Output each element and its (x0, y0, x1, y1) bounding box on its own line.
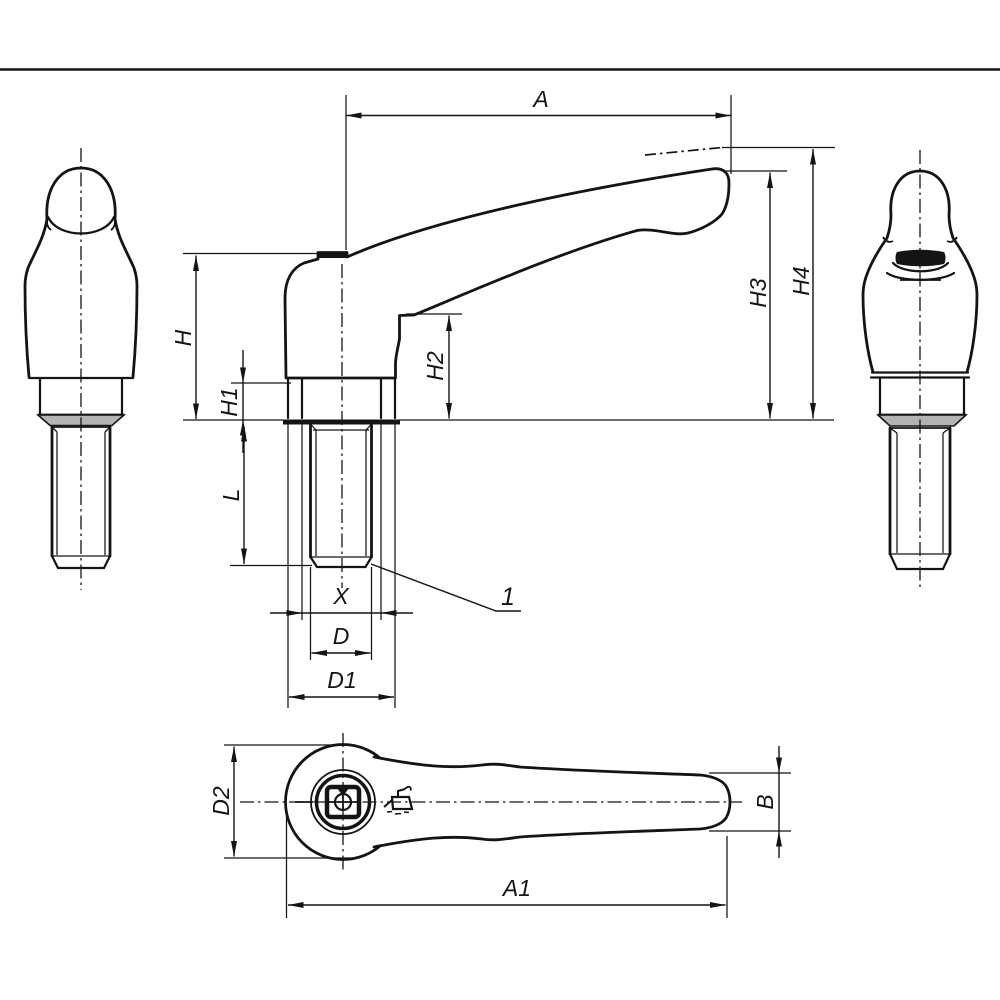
left-view-stud-chamfer-top (51, 426, 111, 433)
stud-tip-chamfer (309, 555, 373, 569)
left-view-hook-left (46, 216, 52, 231)
callout-leader (370, 563, 521, 612)
callout-label: 1 (501, 583, 515, 611)
dim-label-a1: A1 (501, 875, 531, 901)
lever-body-outline (283, 167, 731, 380)
view-bottom-plan (240, 733, 742, 872)
dimensions: A H H1 L H2 H3 H4 (170, 86, 835, 918)
dim-label-h4: H4 (788, 266, 814, 295)
right-view-stud-chamfer-top (889, 427, 951, 434)
view-left-end (23, 148, 139, 590)
dim-label-h: H (170, 329, 196, 346)
dim-label-h2: H2 (422, 351, 448, 381)
left-view-contour-left (23, 166, 83, 379)
phantom-position-line (644, 146, 723, 156)
dim-label-l: L (218, 489, 244, 502)
right-view-nick-left (882, 236, 894, 243)
dim-label-h3: H3 (745, 278, 771, 308)
right-view-contour-left (861, 169, 922, 374)
right-view-smile-arc (891, 261, 950, 273)
right-view-nick-right (946, 236, 958, 243)
view-right-end (861, 150, 979, 590)
dim-label-d2: D2 (208, 786, 234, 816)
dim-label-b: B (752, 794, 778, 809)
view-main-front (283, 146, 731, 588)
dim-label-a: A (531, 86, 548, 112)
dim-label-h1: H1 (216, 387, 242, 416)
right-view-contour-right (918, 169, 979, 374)
dim-label-d: D (333, 623, 350, 649)
left-view-contour-right (79, 166, 139, 379)
hub-top-tab (317, 251, 348, 258)
lubrication-symbol (383, 785, 414, 815)
left-view-hook-right (110, 216, 116, 231)
dim-label-x: X (332, 583, 350, 609)
right-view-collar-shade (875, 414, 969, 427)
dim-label-d1: D1 (327, 667, 356, 693)
stud-chamfer-top (310, 423, 372, 431)
